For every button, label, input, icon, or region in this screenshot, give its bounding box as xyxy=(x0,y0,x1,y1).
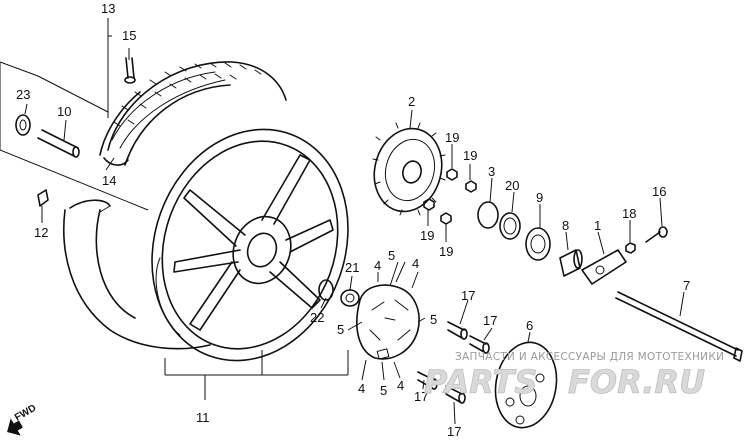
watermark-logo-right: FOR.RU xyxy=(568,363,705,401)
callout-23: 23 xyxy=(16,87,30,102)
fwd-arrow-icon xyxy=(7,418,23,436)
callout-4-top-right: 4 xyxy=(412,256,419,271)
callout-4-top-left: 4 xyxy=(374,258,381,273)
collar-17b-part xyxy=(469,335,490,354)
bearing-21-part xyxy=(340,289,360,307)
callout-9: 9 xyxy=(536,190,543,205)
callout-17-top: 17 xyxy=(461,288,475,303)
callout-5-top: 5 xyxy=(388,248,395,263)
nut-19-top-part xyxy=(446,168,458,181)
valve-cap-part xyxy=(37,189,49,207)
nut-18-part xyxy=(625,242,636,254)
callout-17-lower: 17 xyxy=(414,389,428,404)
sprocket-part xyxy=(372,122,446,216)
callout-5-left: 5 xyxy=(337,322,344,337)
valve-part xyxy=(124,57,136,84)
callout-12: 12 xyxy=(34,225,48,240)
callout-8: 8 xyxy=(562,218,569,233)
callout-labels: 13 15 23 10 14 12 11 22 21 2 19 19 19 19… xyxy=(16,1,690,439)
callout-17-mid: 17 xyxy=(483,313,497,328)
callout-10: 10 xyxy=(57,104,71,119)
inner-tube-part xyxy=(63,199,211,350)
oil-seal-part xyxy=(499,212,521,240)
callout-19-lower-left: 19 xyxy=(420,228,434,243)
watermark-caption: ЗАПЧАСТИ И АКСЕССУАРЫ ДЛЯ МОТОТЕХНИКИ xyxy=(455,351,724,363)
callout-19-top: 19 xyxy=(445,130,459,145)
callout-2: 2 xyxy=(408,94,415,109)
damper-assembly-part xyxy=(356,284,420,360)
leader-lines xyxy=(0,18,685,425)
callout-18: 18 xyxy=(622,206,636,221)
bolt-16-part xyxy=(645,226,668,243)
callout-6: 6 xyxy=(526,318,533,333)
drive-flange-part xyxy=(494,341,558,429)
callout-1: 1 xyxy=(594,218,601,233)
callout-17-bottom: 17 xyxy=(447,424,461,439)
collar-17c-part xyxy=(417,371,438,390)
watermark: PARTS FOR.RU ЗАПЧАСТИ И АКСЕССУАРЫ ДЛЯ М… xyxy=(424,351,724,401)
collar-part xyxy=(559,249,583,277)
callout-4-bottom-right: 4 xyxy=(397,378,404,393)
callout-14: 14 xyxy=(102,173,116,188)
callout-20: 20 xyxy=(505,178,519,193)
callout-7: 7 xyxy=(683,278,690,293)
axle-spacer-part xyxy=(37,129,80,158)
fwd-marker: FWD xyxy=(7,403,38,436)
bearing-left-part xyxy=(15,114,31,136)
callout-19-lower-right: 19 xyxy=(439,244,453,259)
fwd-label: FWD xyxy=(13,403,38,424)
bearing-9-part xyxy=(525,227,551,261)
collar-17a-part xyxy=(447,321,468,340)
seal-22-part xyxy=(318,279,334,301)
callout-21: 21 xyxy=(345,260,359,275)
collar-17d-part xyxy=(445,385,466,404)
callout-15: 15 xyxy=(122,28,136,43)
axle-part xyxy=(615,291,743,362)
callout-4-bottom-left: 4 xyxy=(358,381,365,396)
callout-5-bottom: 5 xyxy=(380,383,387,398)
wheel-rim-part xyxy=(151,128,349,362)
tire-part xyxy=(99,61,287,166)
callout-22: 22 xyxy=(310,310,324,325)
nut-19-lower-left-part xyxy=(423,198,435,211)
callout-5-right: 5 xyxy=(430,312,437,327)
watermark-logo-left: PARTS xyxy=(424,363,537,401)
chain-adjuster-part xyxy=(581,249,627,285)
nut-19-lower-right-part xyxy=(440,212,452,225)
callout-13: 13 xyxy=(101,1,115,16)
callout-19-mid: 19 xyxy=(463,148,477,163)
callout-16: 16 xyxy=(652,184,666,199)
callout-3: 3 xyxy=(488,164,495,179)
circlip-part xyxy=(477,201,499,229)
nut-19-mid-part xyxy=(465,180,477,193)
callout-11: 11 xyxy=(196,410,210,425)
